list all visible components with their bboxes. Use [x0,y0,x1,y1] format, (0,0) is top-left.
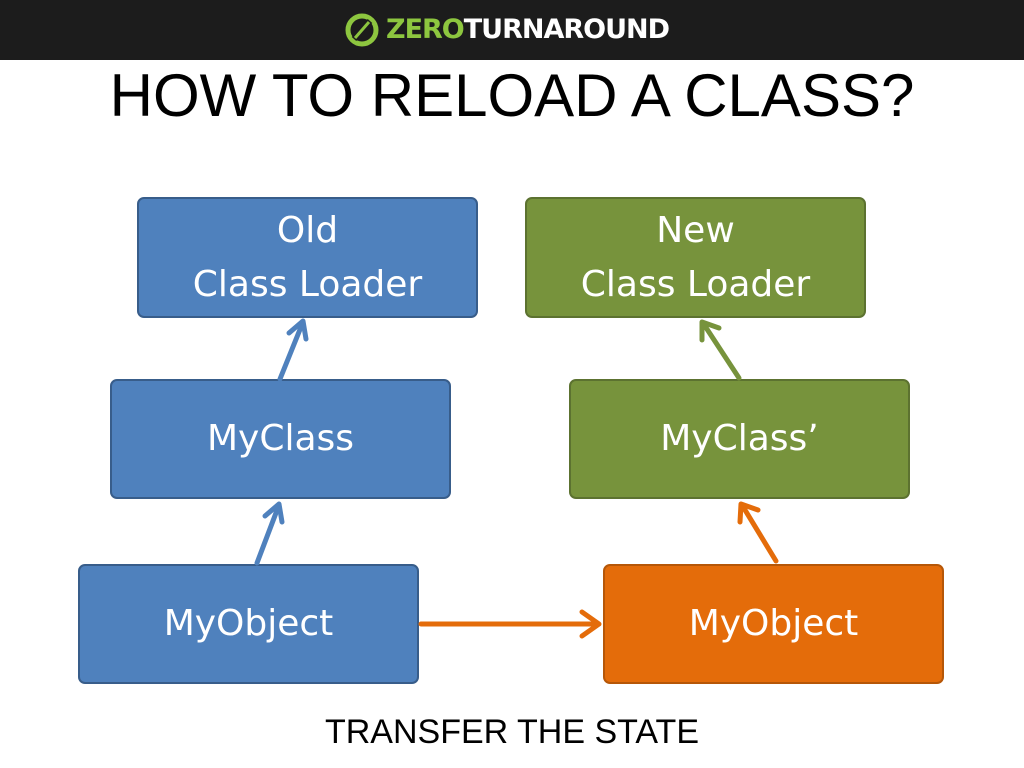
arrow-myobject-to-myclass [254,501,285,566]
slide-title: HOW TO RELOAD A CLASS? [109,62,915,129]
myclass-prime-label: MyClass’ [660,418,819,459]
old-myobject-label: MyObject [163,603,334,644]
logo-text-turnaround: TURNAROUND [463,14,670,45]
myclass-label: MyClass [206,418,355,459]
logo-text-zero: ZERO [386,14,465,45]
old-class-loader-line2: Class Loader [192,263,423,305]
new-class-loader-line2: Class Loader [580,263,811,305]
new-class-loader-box: New Class Loader [525,197,866,318]
header-bar: ZEROTURNAROUND [0,0,1024,60]
arrow-myclass-prime-to-new-loader [699,319,742,381]
arrow-myclass-to-old-loader [277,318,309,382]
myclass-prime-box: MyClass’ [569,379,910,499]
old-myobject-box: MyObject [78,564,419,684]
zeroturnaround-logo-icon [345,13,379,47]
arrow-transfer-state [418,609,602,639]
logo: ZEROTURNAROUND [344,10,670,50]
logo-text: ZEROTURNAROUND [386,10,670,50]
new-class-loader-line1: New [656,209,735,251]
old-class-loader-line1: Old [276,209,339,251]
caption: TRANSFER THE STATE [324,713,700,751]
arrow-new-myobject-to-myclass-prime [737,501,779,564]
old-class-loader-box: Old Class Loader [137,197,478,318]
new-myobject-box: MyObject [603,564,944,684]
new-myobject-label: MyObject [688,603,859,644]
